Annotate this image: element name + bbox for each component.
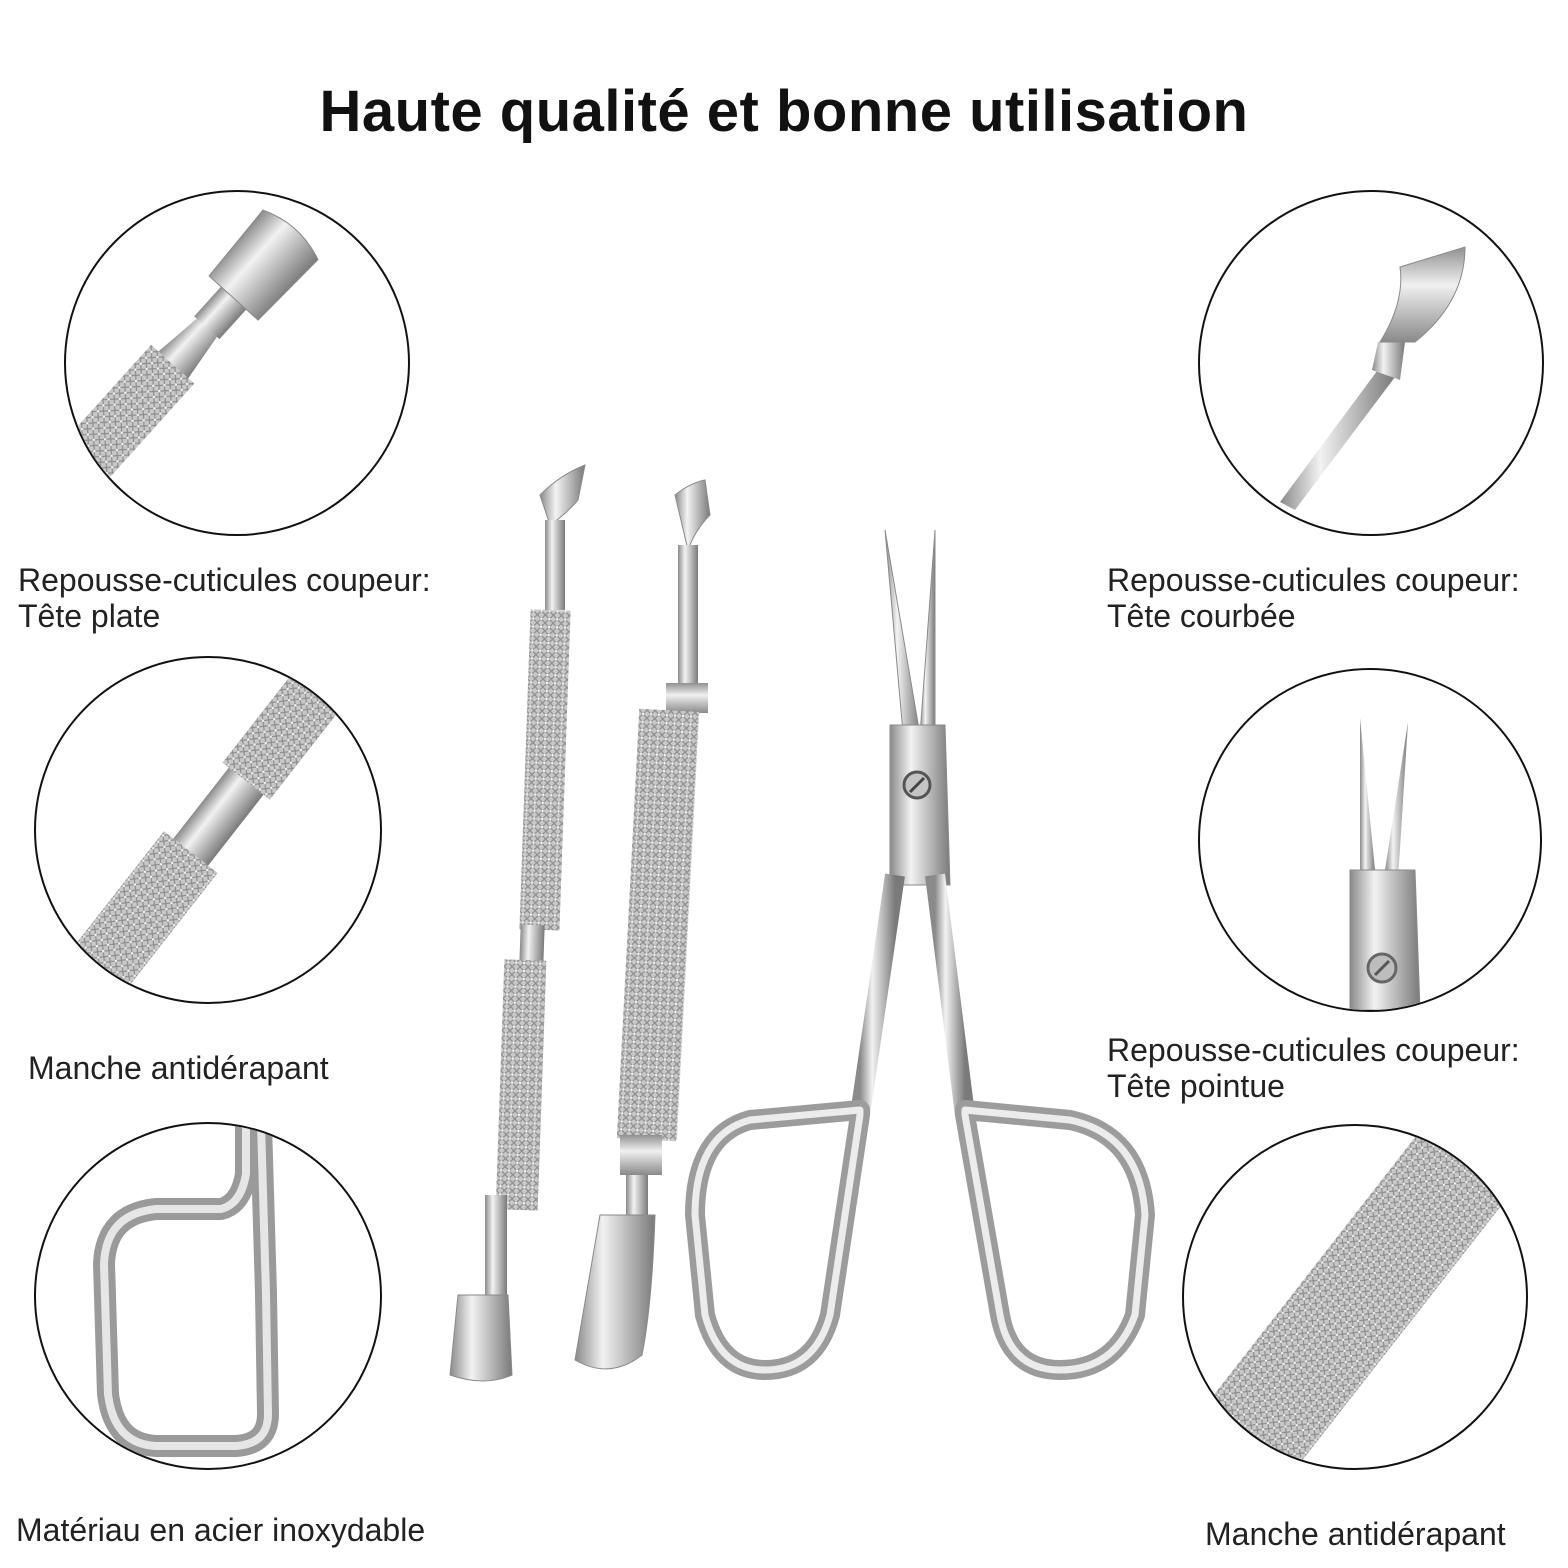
caption-pointed-head-line2: Tête pointue [1107, 1068, 1285, 1104]
curved-head-detail-circle [1198, 190, 1544, 536]
knurled-handle-icon [40, 658, 363, 1002]
scissor-ring-icon [93, 1124, 279, 1457]
caption-pointed-head: Repousse-cuticules coupeur: Tête pointue [1107, 1032, 1520, 1104]
single-pusher-tool [574, 479, 711, 1370]
cuticle-scissors-tool [685, 529, 1155, 1380]
curved-head-pusher-icon [1280, 246, 1466, 510]
caption-antislip-left: Manche antidérapant [28, 1050, 329, 1086]
caption-curved-head-line1: Repousse-cuticules coupeur: [1107, 562, 1520, 598]
flat-head-pusher-icon [66, 209, 319, 496]
texture-detail-circle [1182, 1124, 1528, 1470]
caption-flat-head-line1: Repousse-cuticules coupeur: [18, 562, 431, 598]
tools-illustration [449, 464, 1155, 1382]
pointed-scissors-icon [1349, 718, 1421, 1010]
caption-curved-head-line2: Tête courbée [1107, 598, 1296, 634]
product-tools [420, 455, 1160, 1415]
caption-flat-head: Repousse-cuticules coupeur: Tête plate [18, 562, 431, 634]
caption-stainless: Matériau en acier inoxydable [16, 1512, 426, 1548]
double-pusher-tool [449, 464, 586, 1382]
pointed-head-detail-circle [1198, 668, 1542, 1012]
handle-detail-circle [34, 656, 382, 1004]
flat-head-detail-circle [64, 190, 410, 536]
caption-pointed-head-line1: Repousse-cuticules coupeur: [1107, 1032, 1520, 1068]
caption-curved-head: Repousse-cuticules coupeur: Tête courbée [1107, 562, 1520, 634]
ring-detail-circle [34, 1122, 382, 1470]
page-title: Haute qualité et bonne utilisation [319, 79, 1249, 144]
caption-flat-head-line2: Tête plate [18, 598, 161, 634]
knurled-texture-icon [1184, 1126, 1526, 1468]
caption-antislip-right: Manche antidérapant [1205, 1516, 1506, 1552]
